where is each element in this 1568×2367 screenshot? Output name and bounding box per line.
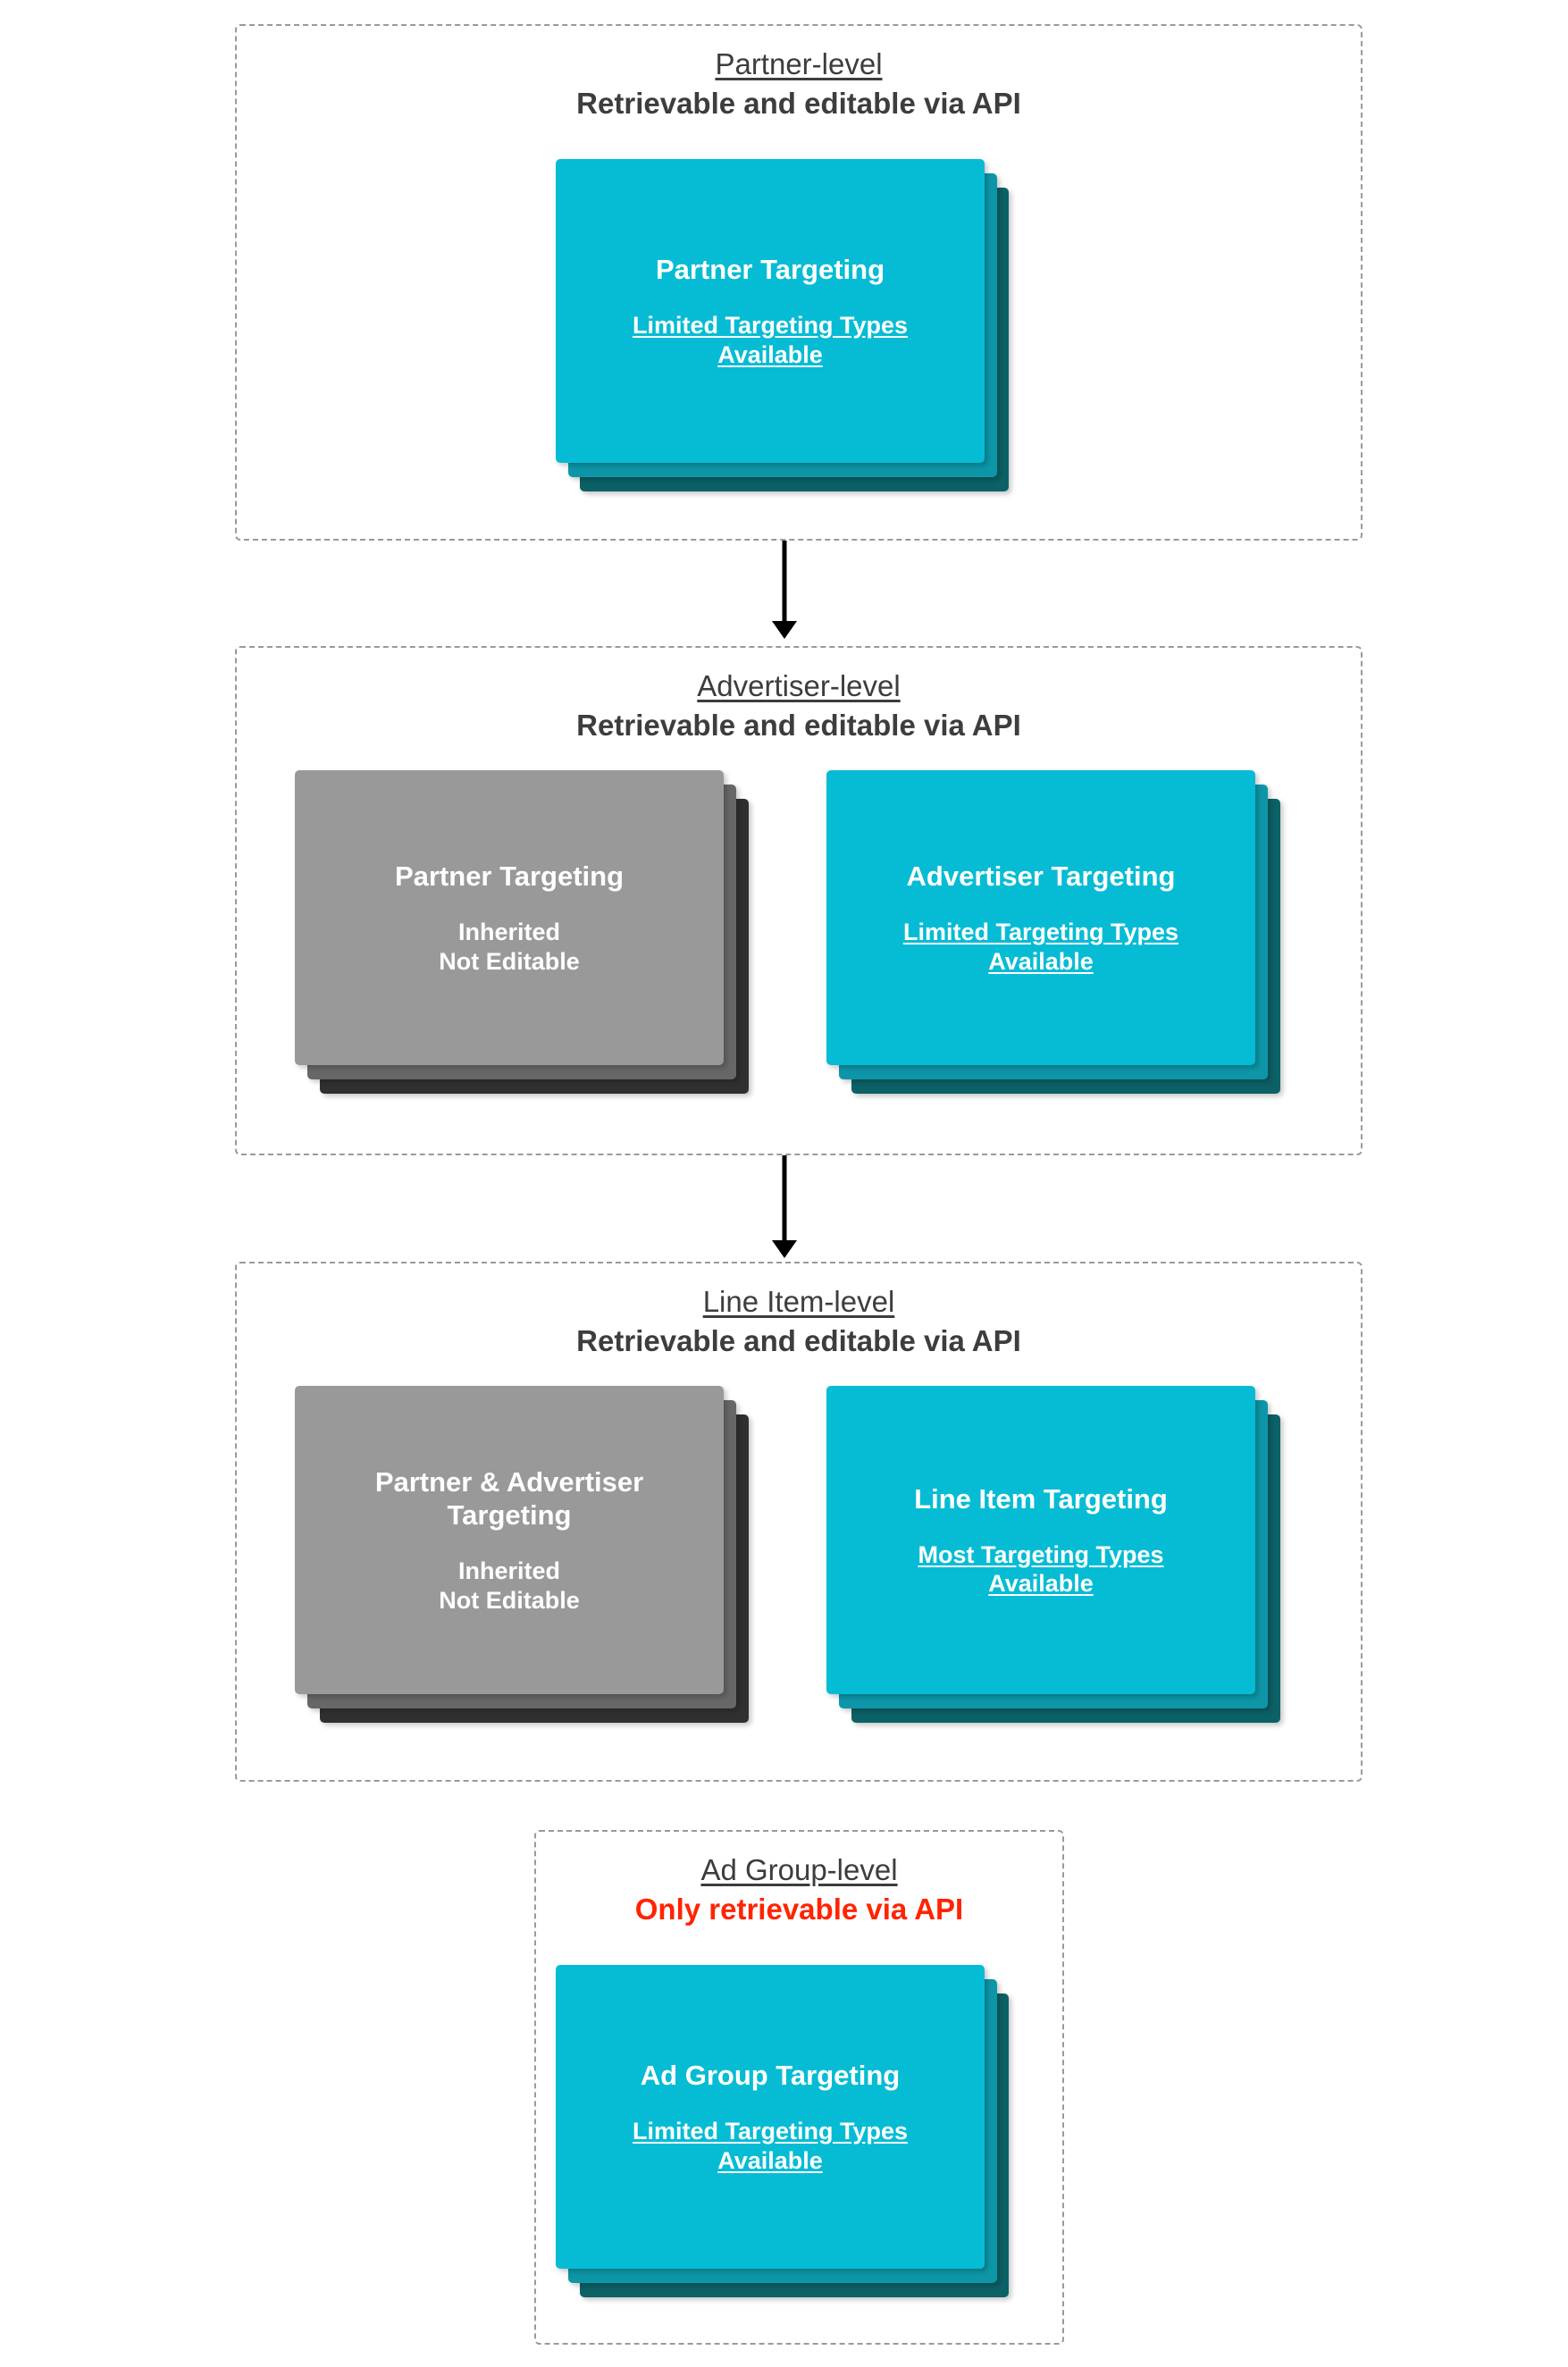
card-subtitle: Limited Targeting Types Available bbox=[902, 919, 1179, 975]
level-header-line-item: Line Item-level Retrievable and editable… bbox=[235, 1284, 1363, 1360]
card-subtitle: Limited Targeting Types Available bbox=[632, 312, 909, 368]
arrow-partner-to-advertiser bbox=[758, 541, 811, 639]
level-header-advertiser: Advertiser-level Retrievable and editabl… bbox=[235, 668, 1363, 744]
level-box-line-item bbox=[235, 1262, 1363, 1782]
level-title-advertiser: Advertiser-level bbox=[697, 669, 901, 702]
level-header-ad-group: Ad Group-level Only retrievable via API bbox=[534, 1852, 1064, 1928]
card-title: Advertiser Targeting bbox=[906, 860, 1176, 893]
card-subtitle: Limited Targeting Types Available bbox=[632, 2118, 909, 2174]
level-box-ad-group bbox=[534, 1830, 1064, 2345]
card-advertiser-targeting[interactable]: Advertiser Targeting Limited Targeting T… bbox=[826, 770, 1255, 1065]
card-title: Ad Group Targeting bbox=[640, 2060, 901, 2092]
card-stack-advertiser-inherited: Partner Targeting Inherited Not Editable bbox=[295, 770, 768, 1128]
level-api-note-partner: Retrievable and editable via API bbox=[576, 87, 1021, 121]
card-subtitle: Inherited Not Editable bbox=[439, 919, 580, 975]
arrow-head bbox=[772, 621, 797, 639]
level-box-partner bbox=[235, 24, 1363, 541]
arrow-shaft bbox=[782, 1155, 787, 1241]
card-subtitle: Most Targeting Types Available bbox=[918, 1540, 1164, 1598]
card-title: Partner & Advertiser Targeting bbox=[374, 1465, 644, 1532]
card-inherited-partner-targeting[interactable]: Partner Targeting Inherited Not Editable bbox=[295, 770, 724, 1065]
card-stack-advertiser-targeting: Advertiser Targeting Limited Targeting T… bbox=[826, 770, 1300, 1128]
card-stack-line-item-targeting: Line Item Targeting Most Targeting Types… bbox=[826, 1386, 1300, 1761]
card-stack-line-item-inherited: Partner & Advertiser Targeting Inherited… bbox=[295, 1386, 768, 1761]
card-partner-targeting[interactable]: Partner Targeting Limited Targeting Type… bbox=[556, 159, 985, 463]
level-api-note-ad-group: Only retrievable via API bbox=[634, 1893, 964, 1926]
level-box-advertiser bbox=[235, 646, 1363, 1155]
card-inherited-partner-advertiser-targeting[interactable]: Partner & Advertiser Targeting Inherited… bbox=[295, 1386, 724, 1694]
level-title-ad-group: Ad Group-level bbox=[700, 1853, 898, 1886]
arrow-advertiser-to-line-item bbox=[758, 1155, 811, 1258]
level-title-partner: Partner-level bbox=[715, 47, 883, 80]
card-title: Partner Targeting bbox=[655, 254, 885, 286]
card-ad-group-targeting[interactable]: Ad Group Targeting Limited Targeting Typ… bbox=[556, 1965, 985, 2269]
card-title: Partner Targeting bbox=[394, 860, 625, 893]
arrow-shaft bbox=[782, 541, 787, 623]
level-api-note-advertiser: Retrievable and editable via API bbox=[576, 709, 1021, 743]
level-title-line-item: Line Item-level bbox=[702, 1285, 895, 1318]
card-subtitle: Inherited Not Editable bbox=[439, 1557, 580, 1614]
card-title: Line Item Targeting bbox=[914, 1482, 1168, 1515]
level-header-partner: Partner-level Retrievable and editable v… bbox=[235, 46, 1363, 122]
card-stack-ad-group-targeting: Ad Group Targeting Limited Targeting Typ… bbox=[556, 1965, 1020, 2304]
card-stack-partner-targeting: Partner Targeting Limited Targeting Type… bbox=[556, 159, 1020, 499]
level-api-note-line-item: Retrievable and editable via API bbox=[576, 1324, 1021, 1358]
card-line-item-targeting[interactable]: Line Item Targeting Most Targeting Types… bbox=[826, 1386, 1255, 1694]
arrow-head bbox=[772, 1240, 797, 1258]
